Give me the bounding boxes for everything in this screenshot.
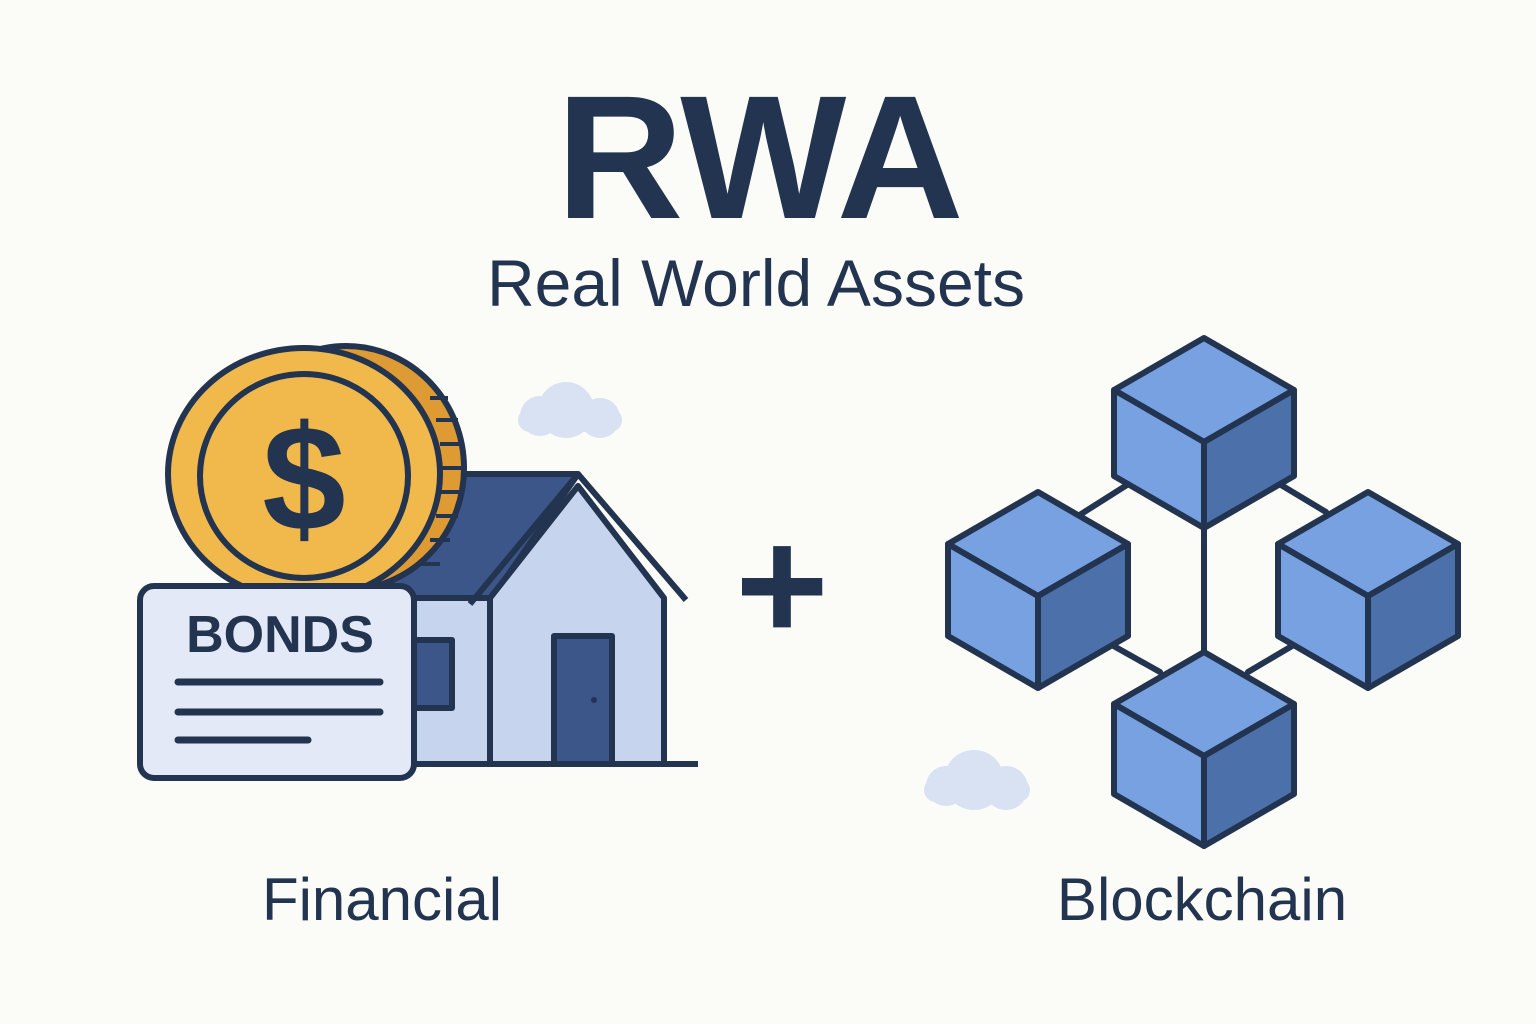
page-subtitle: Real World Assets <box>487 246 1025 320</box>
bond-label: BONDS <box>186 606 374 664</box>
coin-symbol: $ <box>262 394 345 562</box>
bond-document-icon: BONDS <box>137 583 417 781</box>
block-cube <box>1111 335 1297 531</box>
blockchain-cubes-icon <box>945 335 1461 849</box>
page-title: RWA <box>556 60 963 256</box>
cloud-icon <box>924 750 1030 810</box>
block-cube <box>1275 489 1461 691</box>
cloud-icon <box>518 382 622 438</box>
coin-icon: $ <box>165 343 467 603</box>
blockchain-caption: Blockchain <box>1057 866 1347 933</box>
plus-sign: + <box>735 495 828 674</box>
plus-operator: + <box>735 495 828 674</box>
financial-caption: Financial <box>262 866 502 933</box>
block-cube <box>945 489 1131 691</box>
block-cube <box>1111 649 1297 849</box>
